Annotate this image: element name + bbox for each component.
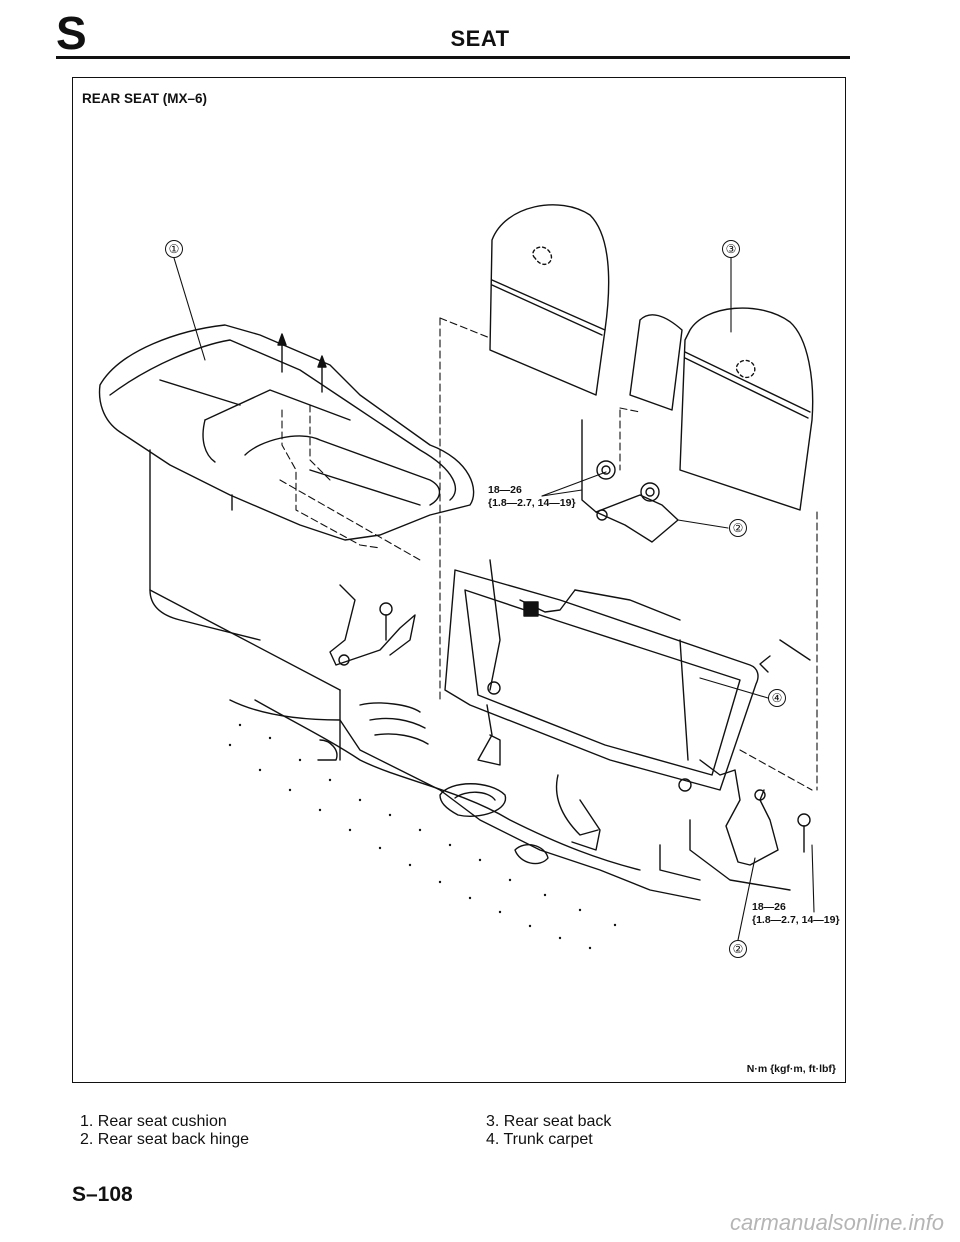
torque-label-upper: 18—26 {1.8—2.7, 14—19} (488, 484, 576, 510)
callout-4: ④ (768, 689, 786, 707)
assembly-lines (279, 317, 818, 791)
header-rule (56, 56, 850, 59)
watermark: carmanualsonline.info (729, 1210, 944, 1235)
legend-item-4: 4. Trunk carpet (486, 1131, 593, 1148)
figure-frame (72, 77, 846, 1083)
seat-frame-drawing (444, 559, 759, 836)
page-number: S–108 (72, 1183, 133, 1206)
legend-item-1: 1. Rear seat cushion (80, 1113, 227, 1130)
arrow-icons (277, 333, 327, 393)
torque-value-upper: 18—26 (488, 484, 522, 496)
callout-3: ③ (722, 240, 740, 258)
section-letter: S (56, 7, 87, 59)
carpet-texture (228, 723, 617, 950)
callout-2-upper: ② (729, 519, 747, 537)
page-title: SEAT (450, 26, 510, 51)
units-label: N·m {kgf·m, ft·lbf} (746, 1063, 836, 1075)
legend-item-3: 3. Rear seat back (486, 1113, 612, 1130)
figure-title: REAR SEAT (MX–6) (82, 91, 208, 106)
torque-label-lower: 18—26 {1.8—2.7, 14—19} (752, 901, 840, 927)
lower-bracket-drawing (329, 584, 811, 866)
floor-drawing (149, 449, 811, 901)
torque-sub-lower: {1.8—2.7, 14—19} (752, 914, 840, 926)
seat-cushion-drawing (98, 324, 475, 541)
hinge-drawing (581, 419, 679, 543)
callout-leaders (173, 257, 815, 941)
callout-2-lower: ② (729, 940, 747, 958)
callout-1: ① (165, 240, 183, 258)
legend-item-2: 2. Rear seat back hinge (80, 1131, 249, 1148)
seat-back-drawing (489, 204, 814, 511)
torque-value-lower: 18—26 (752, 901, 786, 913)
torque-sub-upper: {1.8—2.7, 14—19} (488, 497, 576, 509)
